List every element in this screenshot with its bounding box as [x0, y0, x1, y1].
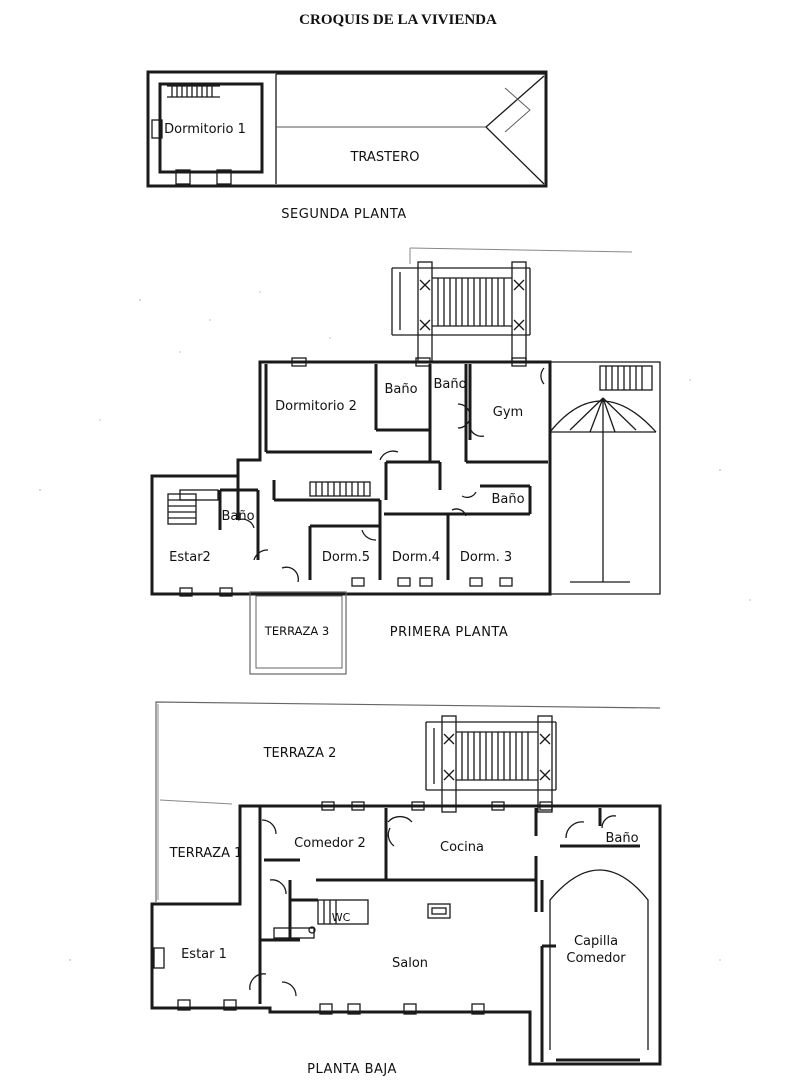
scan-speckles [39, 291, 751, 961]
umbrella-icon [549, 397, 657, 583]
room-gym: Gym [493, 405, 523, 420]
room-capilla: Capilla [574, 934, 618, 949]
dormitorio-1-stair [167, 85, 220, 98]
room-comedor: Comedor [566, 951, 626, 966]
room-bano-c: Baño [491, 492, 524, 507]
floor-primera-planta: Dormitorio 2 Baño Baño Gym Baño Baño Est… [150, 247, 661, 675]
room-cocina: Cocina [440, 840, 484, 855]
room-dormitorio-2: Dormitorio 2 [275, 399, 357, 414]
room-comedor-2: Comedor 2 [294, 836, 366, 851]
trastero-roof [275, 73, 546, 185]
primera-outer-wall [150, 360, 552, 596]
room-terraza-2: TERRAZA 2 [263, 746, 337, 761]
baja-terrace-outline [155, 701, 661, 902]
room-trastero: TRASTERO [349, 150, 419, 165]
room-estar-2: Estar2 [169, 550, 211, 565]
room-bano-d: Baño [221, 509, 254, 524]
fireplace-icon [427, 903, 451, 919]
room-dorm-3: Dorm. 3 [460, 550, 512, 565]
primera-right-annex [550, 361, 661, 595]
room-dorm-4: Dorm.4 [392, 550, 440, 565]
room-terraza-3: TERRAZA 3 [264, 624, 329, 638]
room-terraza-1: TERRAZA 1 [169, 846, 243, 861]
baja-top-windows [321, 801, 553, 811]
room-estar-1: Estar 1 [181, 947, 227, 962]
primera-bottom-windows [179, 577, 513, 597]
room-bano-b: Baño [433, 377, 466, 392]
primera-external-stair [391, 261, 531, 363]
room-bano-a: Baño [384, 382, 417, 397]
dormitorio-1-window-bottom-b [216, 169, 232, 185]
room-dorm-5: Dorm.5 [322, 550, 370, 565]
primera-interior-walls [218, 364, 548, 580]
floor-label-baja: PLANTA BAJA [307, 1062, 397, 1077]
baja-interior-walls [150, 806, 640, 1062]
room-dormitorio-1: Dormitorio 1 [164, 122, 246, 137]
primera-inner-stair [167, 481, 371, 525]
floor-planta-baja: TERRAZA 2 TERRAZA 1 Comedor 2 Cocina Bañ… [150, 701, 662, 1077]
dormitorio-1-walls [158, 82, 264, 174]
terraza-3-box [249, 591, 347, 675]
dormitorio-1-window-bottom-a [175, 169, 191, 185]
primera-top-windows [291, 357, 653, 391]
baja-external-stair [425, 715, 557, 813]
sheet-title: CROQUIS DE LA VIVIENDA [299, 12, 497, 28]
segunda-outer-wall [146, 70, 548, 188]
baja-outer-wall [150, 804, 662, 1066]
room-wc: WC [332, 911, 351, 924]
room-bano-baja: Baño [605, 831, 638, 846]
baja-windows [153, 947, 485, 1015]
primera-doors [237, 367, 545, 583]
room-salon: Salon [392, 956, 428, 971]
floor-label-segunda: SEGUNDA PLANTA [281, 207, 406, 222]
terraza-divider [159, 799, 233, 805]
floor-segunda-planta: Dormitorio 1 TRASTERO SEGUNDA PLANTA [146, 70, 548, 222]
primera-top-guide [409, 247, 633, 253]
capilla-arch [549, 869, 649, 1050]
baja-doors [249, 815, 617, 997]
dormitorio-1-window [151, 119, 163, 139]
floor-label-primera: PRIMERA PLANTA [390, 625, 509, 640]
wc-stair [273, 899, 369, 939]
